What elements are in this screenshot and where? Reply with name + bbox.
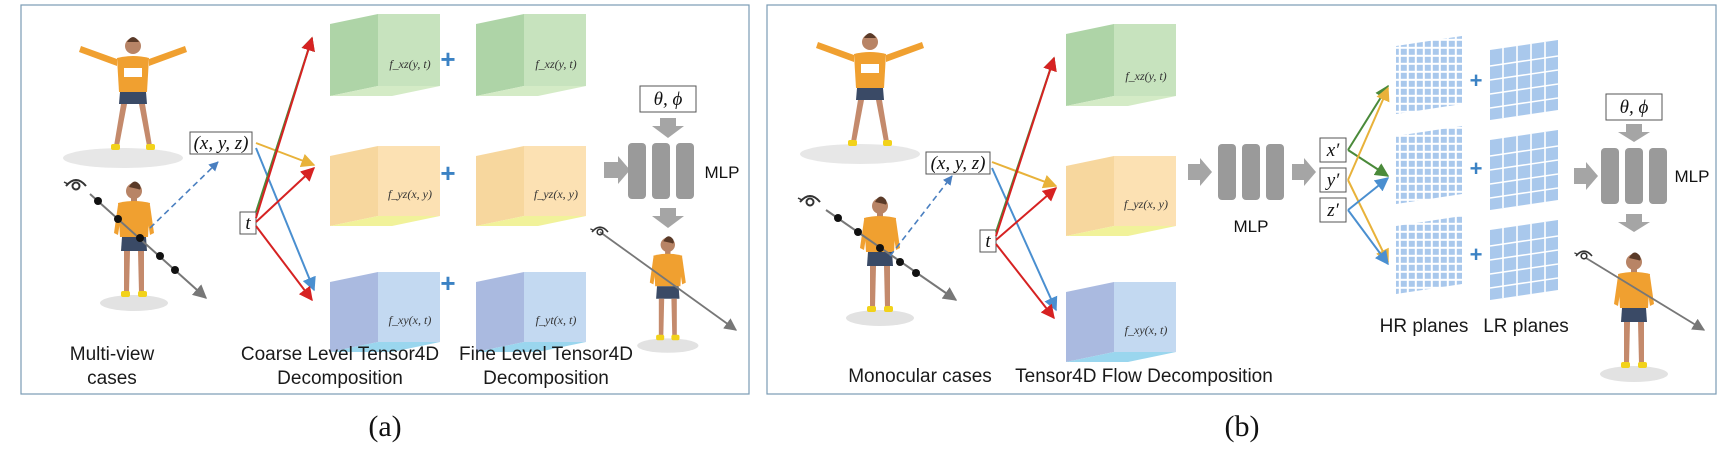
output-ray-a xyxy=(599,231,738,331)
panel-b-frame xyxy=(766,4,1717,395)
plus-icons-b: + + + xyxy=(1470,68,1483,267)
plane-label-a-yz-fine: f_yz(x, y) xyxy=(534,187,578,201)
plane-label-b-xy: f_xy(x, t) xyxy=(1125,323,1168,337)
coarse-plane-blue: f_xy(x, t) xyxy=(330,272,440,352)
flow-label: Tensor4D Flow Decomposition xyxy=(1015,366,1273,387)
svg-text:+: + xyxy=(1470,242,1483,267)
coord-boxes-b: x′ y′ z′ xyxy=(1319,137,1347,223)
fine-plane-orange: f_yz(x, y) xyxy=(476,146,586,226)
coarse-plane-green: f_xz(y, t) xyxy=(330,14,440,96)
mlp-label-b-right: MLP xyxy=(1675,167,1710,186)
flow-plane-blue: f_xy(x, t) xyxy=(1066,282,1176,362)
arrow-down-a1 xyxy=(652,118,684,138)
view-dir-a: θ, ϕ xyxy=(654,89,683,110)
fine-label-2: Decomposition xyxy=(483,368,609,389)
view-dir-b: θ, ϕ xyxy=(1620,97,1649,118)
coarse-label-2: Decomposition xyxy=(277,368,403,389)
plane-label-a-yz: f_yz(x, y) xyxy=(388,187,432,201)
plus-icon: + + + xyxy=(440,44,455,298)
output-ray-b xyxy=(1585,257,1706,331)
caption-a: (a) xyxy=(368,410,401,443)
plane-label-a-xz: f_xz(y, t) xyxy=(389,57,430,71)
arrows-a xyxy=(255,36,316,302)
fine-label-1: Fine Level Tensor4D xyxy=(459,344,633,365)
sample-arrow-b xyxy=(889,175,953,257)
view-dir-box-a xyxy=(639,85,697,113)
mlp-block-b-mid xyxy=(1218,144,1284,200)
input-coord-box-b xyxy=(925,151,991,175)
svg-text:+: + xyxy=(1470,68,1483,93)
input-coord-a: (x, y, z) xyxy=(194,133,249,154)
cases-label-2: cases xyxy=(87,368,137,389)
mlp-label-b-mid: MLP xyxy=(1234,217,1269,236)
mlp-block-b-right xyxy=(1601,148,1667,204)
arrows-b2 xyxy=(1347,84,1390,266)
svg-text:+: + xyxy=(440,158,455,188)
view-dir-box-b xyxy=(1605,93,1663,121)
time-box-a xyxy=(239,211,257,235)
time-box-b xyxy=(979,229,997,253)
svg-text:+: + xyxy=(440,268,455,298)
arrows-b xyxy=(991,56,1058,320)
coarse-plane-orange: f_yz(x, y) xyxy=(330,146,440,226)
lr-planes xyxy=(1489,40,1559,300)
caption-b: (b) xyxy=(1225,410,1260,443)
svg-text:+: + xyxy=(440,44,455,74)
time-var-b: t xyxy=(985,231,991,252)
input-coord-b: (x, y, z) xyxy=(931,153,986,174)
flow-plane-green: f_xz(y, t) xyxy=(1066,24,1176,106)
camera-ray-a xyxy=(89,193,208,299)
arrow-down-b1 xyxy=(1618,124,1650,142)
arrow-b1 xyxy=(1188,158,1212,186)
coord-y: y′ xyxy=(1325,170,1340,191)
fine-plane-blue: f_yt(x, t) xyxy=(476,272,586,352)
cases-label-1: Multi-view xyxy=(70,344,155,365)
lr-label: LR planes xyxy=(1483,316,1569,337)
mlp-block-a xyxy=(628,143,694,199)
coarse-label-1: Coarse Level Tensor4D xyxy=(241,344,439,365)
time-var-a: t xyxy=(245,213,251,234)
arrow-b3 xyxy=(1574,162,1598,190)
fine-plane-green: f_xz(y, t) xyxy=(476,14,586,96)
arrow-icon xyxy=(604,156,630,184)
arrow-b2 xyxy=(1292,158,1316,186)
plane-label-a-xy-fine: f_yt(x, t) xyxy=(536,313,577,327)
mlp-label-a: MLP xyxy=(705,163,740,182)
input-coord-box-a xyxy=(189,131,253,155)
hr-label: HR planes xyxy=(1380,316,1469,337)
monocular-label: Monocular cases xyxy=(848,366,992,387)
arrow-down-a2 xyxy=(652,208,684,228)
flow-plane-orange: f_yz(x, y) xyxy=(1066,156,1176,236)
plane-label-b-yz: f_yz(x, y) xyxy=(1124,197,1168,211)
svg-text:+: + xyxy=(1470,156,1483,181)
hr-planes xyxy=(1396,36,1462,294)
plane-label-b-xz: f_xz(y, t) xyxy=(1125,69,1166,83)
sample-arrow-a xyxy=(149,161,219,229)
coord-z: z′ xyxy=(1326,200,1339,221)
plane-label-a-xz-fine: f_xz(y, t) xyxy=(535,57,576,71)
plane-label-a-xy: f_xy(x, t) xyxy=(389,313,432,327)
coord-x: x′ xyxy=(1326,140,1340,161)
arrow-down-b2 xyxy=(1618,214,1650,232)
